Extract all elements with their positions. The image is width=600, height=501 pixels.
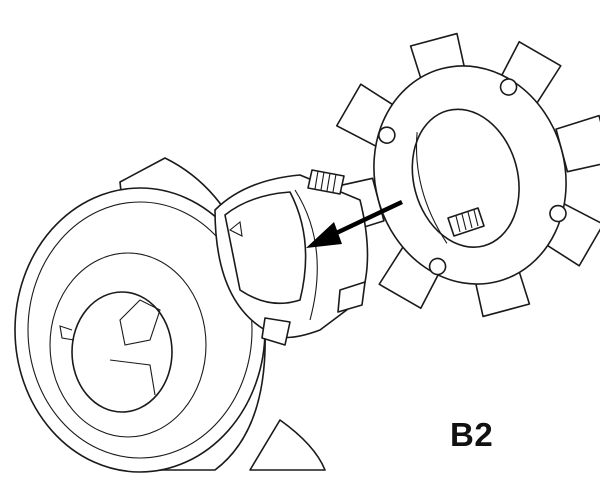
jaw-hub [214,174,369,346]
set-screw-spider [447,207,485,237]
figure-label: B2 [450,416,494,453]
spider-insert [327,32,600,318]
set-screw-hub [307,169,345,195]
assembly-arrow [306,199,403,248]
